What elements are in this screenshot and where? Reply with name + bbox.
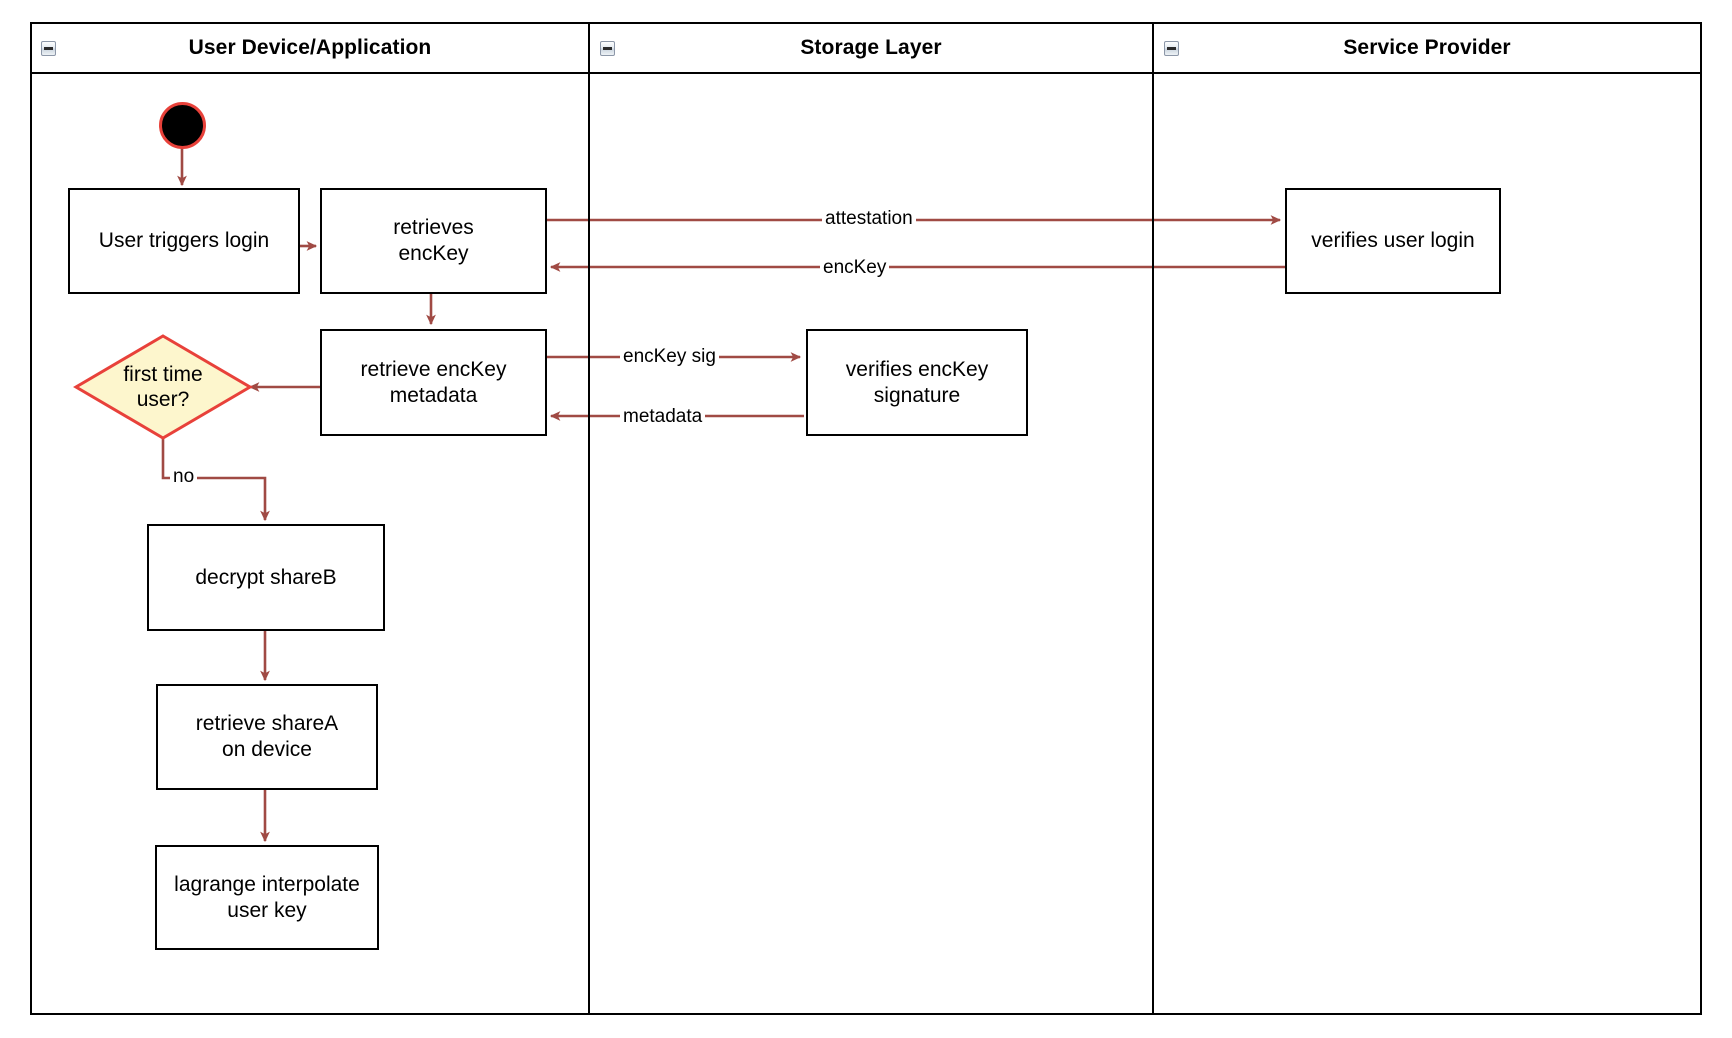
edge-label-enckey: encKey: [820, 258, 890, 277]
node-label: lagrange interpolate user key: [174, 872, 360, 922]
edge-label-attestation: attestation: [822, 209, 916, 228]
node-verifies-enckey-signature[interactable]: verifies encKey signature: [806, 329, 1028, 436]
edge-label-enckey-sig: encKey sig: [620, 347, 719, 366]
edge-label-no: no: [170, 467, 198, 486]
lane-header-user-device: User Device/Application: [32, 24, 588, 74]
minus-glyph: [44, 47, 53, 50]
collapse-minus-icon-storage-layer[interactable]: [600, 41, 615, 56]
lane-header-storage-layer: Storage Layer: [590, 24, 1152, 74]
node-label: verifies user login: [1311, 229, 1475, 253]
node-label: retrieve encKey metadata: [360, 357, 507, 407]
node-label: decrypt shareB: [195, 565, 337, 589]
lane-divider-1: [588, 22, 590, 1015]
lane-divider-2: [1152, 22, 1154, 1015]
collapse-minus-icon-user-device[interactable]: [41, 41, 56, 56]
node-retrieve-enckey-metadata[interactable]: retrieve encKey metadata: [320, 329, 547, 436]
node-label: retrieve shareA on device: [195, 712, 339, 761]
node-retrieves-enckey[interactable]: retrieves encKey: [320, 188, 547, 294]
node-decrypt-shareb[interactable]: decrypt shareB: [147, 524, 385, 631]
minus-glyph: [603, 47, 612, 50]
initial-node[interactable]: [159, 102, 206, 149]
node-label: retrieves encKey: [393, 216, 474, 265]
decision-diamond-shape: [73, 334, 253, 440]
lane-title-storage-layer: Storage Layer: [800, 36, 942, 59]
node-lagrange-interpolate-user-key[interactable]: lagrange interpolate user key: [155, 845, 379, 950]
node-first-time-user[interactable]: first time user?: [73, 333, 253, 441]
edge-label-metadata: metadata: [620, 407, 706, 426]
lane-title-service-provider: Service Provider: [1343, 36, 1511, 59]
node-retrieve-sharea-on-device[interactable]: retrieve shareA on device: [156, 684, 378, 790]
node-verifies-user-login[interactable]: verifies user login: [1285, 188, 1501, 294]
lane-header-service-provider: Service Provider: [1154, 24, 1700, 74]
swimlane-pool: [30, 22, 1702, 1015]
node-label: User triggers login: [98, 229, 270, 253]
collapse-minus-icon-service-provider[interactable]: [1164, 41, 1179, 56]
minus-glyph: [1167, 47, 1176, 50]
lane-title-user-device: User Device/Application: [188, 36, 432, 59]
node-user-triggers-login[interactable]: User triggers login: [68, 188, 300, 294]
node-label: verifies encKey signature: [845, 357, 989, 407]
